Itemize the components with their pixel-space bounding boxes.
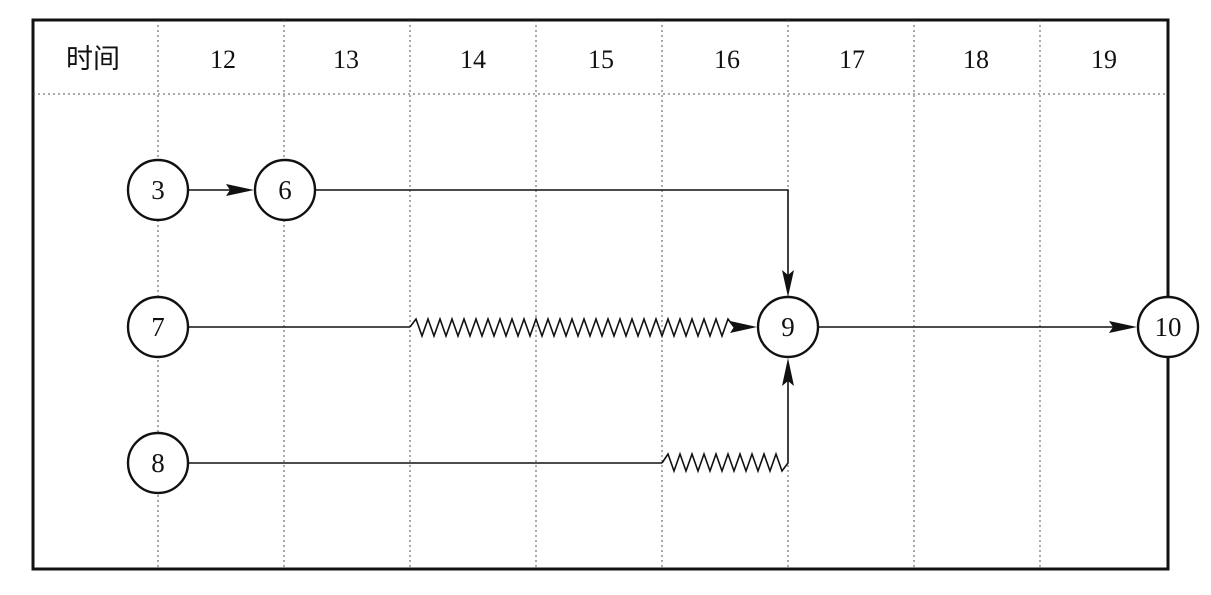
node-circle (126, 295, 190, 359)
edge-8-9-arrowhead (782, 358, 794, 386)
time-header-label: 时间 (66, 44, 120, 75)
node-label: 7 (151, 312, 165, 342)
edge-6-9 (316, 189, 789, 284)
time-column-17: 17 (839, 45, 865, 74)
diagram-frame (31, 18, 1170, 571)
nodes: 3 6 7 8 9 10 (126, 158, 1200, 495)
node-7: 7 (126, 295, 190, 359)
time-column-14: 14 (460, 45, 486, 74)
node-3: 3 (126, 158, 190, 222)
edge-8-9-wavy (661, 372, 789, 474)
node-label: 9 (781, 312, 795, 342)
node-label: 10 (1155, 312, 1182, 342)
node-label: 8 (151, 448, 165, 478)
time-column-18: 18 (963, 45, 989, 74)
edge-3-6-arrowhead (226, 184, 254, 196)
time-header-row: 时间 12 13 14 15 16 17 18 19 (66, 44, 1117, 75)
edge-7-9-wavy (409, 316, 748, 339)
node-6: 6 (253, 158, 317, 222)
node-circle (126, 158, 190, 222)
time-column-15: 15 (588, 45, 614, 74)
node-10: 10 (1136, 295, 1200, 359)
time-column-19: 19 (1091, 45, 1117, 74)
time-column-13: 13 (333, 45, 359, 74)
edge-7-9-arrowhead (730, 321, 757, 333)
node-circle (126, 431, 190, 495)
node-8: 8 (126, 431, 190, 495)
edge-9-10-arrowhead (1109, 321, 1137, 333)
time-grid-lines (157, 20, 1041, 569)
node-label: 6 (278, 175, 292, 205)
node-9: 9 (756, 295, 820, 359)
node-label: 3 (151, 175, 165, 205)
edge-6-9-arrowhead (782, 270, 794, 297)
node-circle (756, 295, 820, 359)
time-column-16: 16 (714, 45, 740, 74)
time-column-12: 12 (210, 45, 236, 74)
edges (189, 184, 1137, 474)
node-circle (1136, 295, 1200, 359)
node-circle (253, 158, 317, 222)
